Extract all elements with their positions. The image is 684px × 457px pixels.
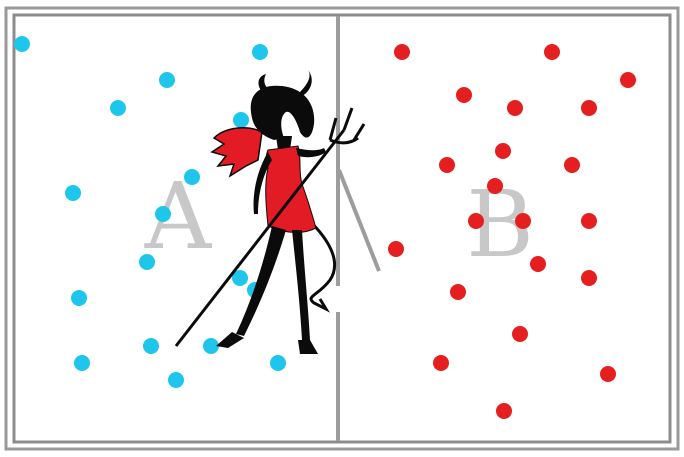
particle-b-1 xyxy=(394,44,410,60)
maxwell-demon-icon xyxy=(174,70,366,354)
demon-arm-left xyxy=(253,152,272,214)
particle-b-16 xyxy=(581,270,597,286)
demon-tail xyxy=(299,210,336,313)
trident-head xyxy=(328,107,366,145)
particle-a-8 xyxy=(155,206,171,222)
particle-b-6 xyxy=(581,100,597,116)
particle-a-10 xyxy=(232,270,248,286)
particle-b-12 xyxy=(515,213,531,229)
particle-b-20 xyxy=(600,366,616,382)
trident-icon xyxy=(174,107,366,347)
container-inner-frame xyxy=(12,13,672,444)
demon-arm-right xyxy=(296,148,326,158)
trapdoor xyxy=(337,169,381,272)
particle-b-9 xyxy=(564,157,580,173)
particle-b-7 xyxy=(495,143,511,159)
particle-b-21 xyxy=(496,403,512,419)
particle-a-17 xyxy=(270,355,286,371)
particle-b-10 xyxy=(487,178,503,194)
trident-shaft xyxy=(174,129,346,347)
chamber-b-particles xyxy=(388,44,636,419)
demon-torso xyxy=(276,136,292,150)
demon-leg-left xyxy=(236,226,286,336)
particle-b-4 xyxy=(456,87,472,103)
demon-wing xyxy=(210,126,263,178)
demon-shoe-right xyxy=(298,340,318,354)
particle-b-17 xyxy=(450,284,466,300)
demon-horn-left xyxy=(258,74,270,92)
particle-b-13 xyxy=(581,213,597,229)
particle-b-15 xyxy=(530,256,546,272)
particle-a-3 xyxy=(159,72,175,88)
particle-a-12 xyxy=(71,290,87,306)
demon-hair xyxy=(250,85,315,140)
particle-b-3 xyxy=(620,72,636,88)
container-outer-frame xyxy=(4,6,680,451)
chamber-label-a: A xyxy=(144,163,213,270)
particle-b-19 xyxy=(433,355,449,371)
particle-a-4 xyxy=(110,100,126,116)
particle-b-14 xyxy=(388,241,404,257)
demon-horn-right xyxy=(300,70,312,96)
particle-a-9 xyxy=(139,254,155,270)
particle-a-16 xyxy=(168,372,184,388)
particle-a-15 xyxy=(74,355,90,371)
particle-a-14 xyxy=(203,338,219,354)
particle-b-11 xyxy=(468,213,484,229)
demon-shoe-left xyxy=(216,332,244,348)
particle-b-2 xyxy=(544,44,560,60)
particle-a-2 xyxy=(252,44,268,60)
particle-a-6 xyxy=(65,185,81,201)
demon-leg-right xyxy=(292,230,310,340)
particle-a-1 xyxy=(14,36,30,52)
particle-b-18 xyxy=(512,326,528,342)
particle-a-13 xyxy=(143,338,159,354)
particle-a-5 xyxy=(233,112,249,128)
particle-b-5 xyxy=(507,100,523,116)
particle-a-7 xyxy=(184,169,200,185)
particle-b-8 xyxy=(439,157,455,173)
chamber-a-particles xyxy=(14,36,286,388)
